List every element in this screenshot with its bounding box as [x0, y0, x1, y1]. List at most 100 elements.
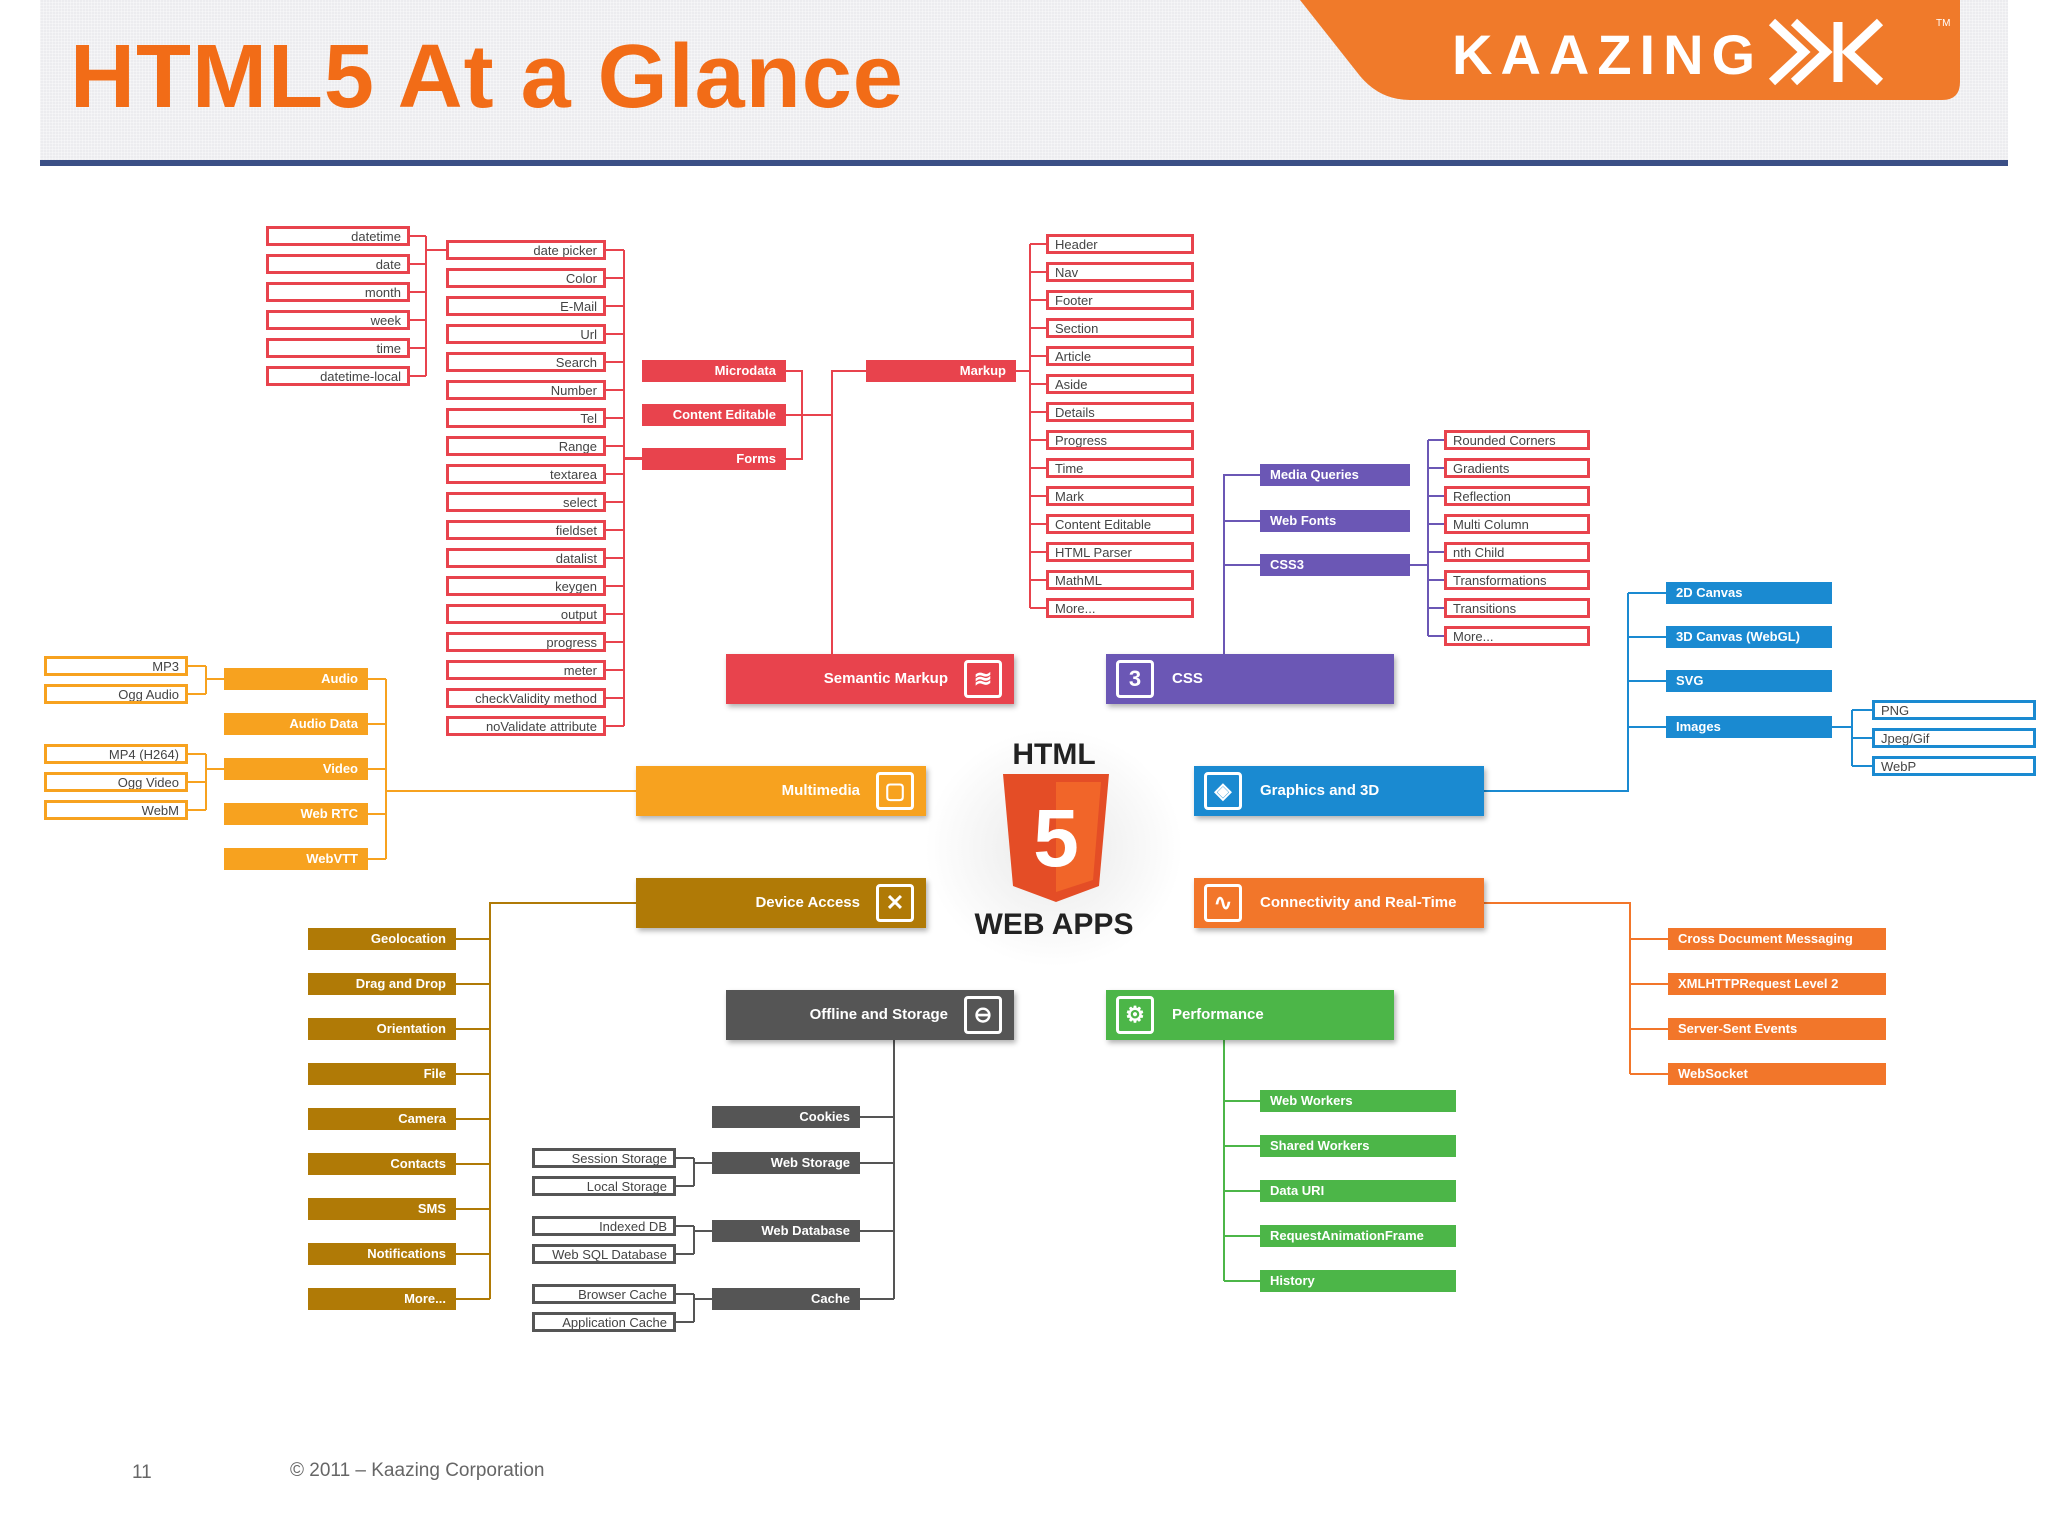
html5-shield-icon: 5 — [1003, 774, 1109, 902]
form-item-box: datalist — [446, 548, 606, 568]
storage-item-box: Session Storage — [532, 1148, 676, 1168]
database-item-box: Indexed DB — [532, 1216, 676, 1236]
form-item-box: select — [446, 492, 606, 512]
css3-icon: 3 — [1116, 660, 1154, 698]
audio-format-box: MP3 — [44, 656, 188, 676]
css3-item-box: Rounded Corners — [1444, 430, 1590, 450]
header-rule — [40, 160, 2008, 166]
multimedia-item-box: Audio — [224, 668, 368, 690]
connectivity-item-box: Cross Document Messaging — [1668, 928, 1886, 950]
form-item-box: Number — [446, 380, 606, 400]
markup-item-box: Aside — [1046, 374, 1194, 394]
semantic-group-box: Microdata — [642, 360, 786, 382]
multimedia-item-box: Video — [224, 758, 368, 780]
css3-item-box: Transformations — [1444, 570, 1590, 590]
offline-group-box: Cookies — [712, 1106, 860, 1128]
css3-item-box: Multi Column — [1444, 514, 1590, 534]
device-item-box: Orientation — [308, 1018, 456, 1040]
date-type-box: datetime-local — [266, 366, 410, 386]
offline-group-box: Web Storage — [712, 1152, 860, 1174]
performance-item-box: Data URI — [1260, 1180, 1456, 1202]
category-graphics-3d: ◈ Graphics and 3D — [1194, 766, 1484, 816]
markup-item-box: More... — [1046, 598, 1194, 618]
connector-line — [1223, 474, 1260, 654]
category-label: Connectivity and Real-Time — [1260, 894, 1457, 911]
css3-item-box: nth Child — [1444, 542, 1590, 562]
css-group-box: CSS3 — [1260, 554, 1410, 576]
form-item-box: textarea — [446, 464, 606, 484]
center-html-label: HTML — [1012, 738, 1096, 771]
graphics-item-box: Images — [1666, 716, 1832, 738]
date-type-box: date — [266, 254, 410, 274]
connector-line — [489, 902, 636, 1095]
performance-item-box: History — [1260, 1270, 1456, 1292]
database-item-box: Web SQL Database — [532, 1244, 676, 1264]
semantic-group-box: Content Editable — [642, 404, 786, 426]
connector-line — [802, 370, 866, 416]
graphics-item-box: 3D Canvas (WebGL) — [1666, 626, 1832, 648]
markup-item-box: Time — [1046, 458, 1194, 478]
video-format-box: Ogg Video — [44, 772, 188, 792]
form-item-box: date picker — [446, 240, 606, 260]
device-item-box: Contacts — [308, 1153, 456, 1175]
image-format-box: Jpeg/Gif — [1872, 728, 2036, 748]
css3-item-box: More... — [1444, 626, 1590, 646]
form-item-box: fieldset — [446, 520, 606, 540]
category-connectivity: ∿ Connectivity and Real-Time — [1194, 878, 1484, 928]
form-item-box: Tel — [446, 408, 606, 428]
html5-mind-map: HTML 5 WEB APPS Semantic Markup ≋ 3 CSS … — [24, 208, 2048, 1348]
image-format-box: WebP — [1872, 756, 2036, 776]
device-item-box: Drag and Drop — [308, 973, 456, 995]
form-item-box: noValidate attribute — [446, 716, 606, 736]
category-performance: ⚙ Performance — [1106, 990, 1394, 1040]
markup-item-box: Section — [1046, 318, 1194, 338]
device-item-box: Geolocation — [308, 928, 456, 950]
date-type-box: time — [266, 338, 410, 358]
category-multimedia: Multimedia ▢ — [636, 766, 926, 816]
category-label: Device Access — [755, 894, 860, 911]
graphics-item-box: SVG — [1666, 670, 1832, 692]
markup-item-box: Details — [1046, 402, 1194, 422]
form-item-box: Range — [446, 436, 606, 456]
category-label: CSS — [1172, 670, 1203, 687]
css-group-box: Media Queries — [1260, 464, 1410, 486]
category-label: Multimedia — [781, 782, 860, 799]
connectivity-item-box: XMLHTTPRequest Level 2 — [1668, 973, 1886, 995]
category-semantic-markup: Semantic Markup ≋ — [726, 654, 1014, 704]
markup-item-box: Progress — [1046, 430, 1194, 450]
connector-line — [1484, 902, 1631, 1074]
form-item-box: Color — [446, 268, 606, 288]
multimedia-icon: ▢ — [876, 772, 914, 810]
markup-item-box: Article — [1046, 346, 1194, 366]
kaazing-logo: TM — [1300, 0, 1960, 100]
logo-text: KAAZING — [1452, 23, 1764, 86]
form-item-box: Search — [446, 352, 606, 372]
cache-item-box: Application Cache — [532, 1312, 676, 1332]
markup-item-box: Content Editable — [1046, 514, 1194, 534]
cache-item-box: Browser Cache — [532, 1284, 676, 1304]
performance-item-box: Web Workers — [1260, 1090, 1456, 1112]
category-offline-storage: Offline and Storage ⊖ — [726, 990, 1014, 1040]
offline-storage-icon: ⊖ — [964, 996, 1002, 1034]
form-item-box: output — [446, 604, 606, 624]
device-item-box: SMS — [308, 1198, 456, 1220]
markup-item-box: Header — [1046, 234, 1194, 254]
form-item-box: E-Mail — [446, 296, 606, 316]
multimedia-item-box: Web RTC — [224, 803, 368, 825]
shield-number: 5 — [1033, 793, 1079, 884]
date-type-box: datetime — [266, 226, 410, 246]
connector-lines — [188, 235, 1872, 1323]
logo-trademark: TM — [1936, 18, 1950, 29]
performance-item-box: Shared Workers — [1260, 1135, 1456, 1157]
video-format-box: WebM — [44, 800, 188, 820]
device-access-icon: ✕ — [876, 884, 914, 922]
connector-line — [1484, 727, 1629, 792]
markup-item-box: Mark — [1046, 486, 1194, 506]
multimedia-item-box: Audio Data — [224, 713, 368, 735]
device-item-box: Camera — [308, 1108, 456, 1130]
semantic-markup-icon: ≋ — [964, 660, 1002, 698]
markup-item-box: HTML Parser — [1046, 542, 1194, 562]
copyright: © 2011 – Kaazing Corporation — [290, 1460, 545, 1481]
device-item-box: File — [308, 1063, 456, 1085]
css3-item-box: Reflection — [1444, 486, 1590, 506]
